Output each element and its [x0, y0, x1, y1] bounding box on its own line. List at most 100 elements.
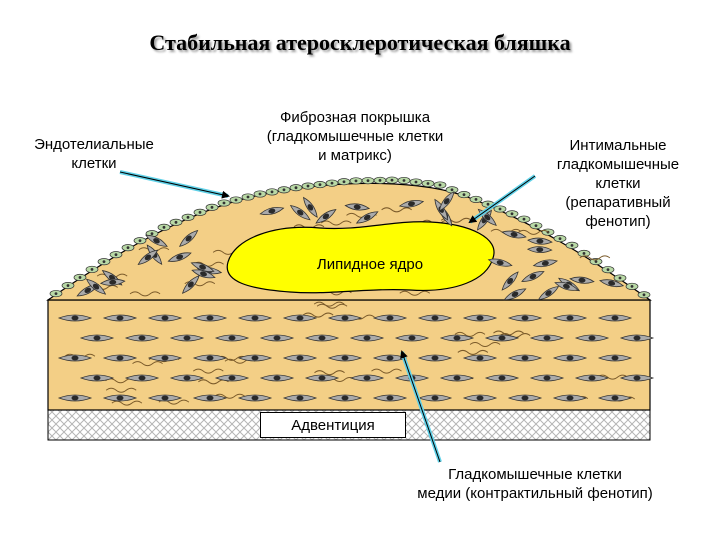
endothelial-nucleus [210, 205, 214, 209]
endothelial-nucleus [258, 192, 262, 196]
smooth-muscle-cell [102, 314, 138, 322]
smooth-muscle-cell [237, 314, 273, 322]
endothelial-nucleus [246, 195, 250, 199]
matrix-fiber [132, 361, 163, 367]
matrix-fiber [105, 387, 137, 393]
smooth-muscle-cell [438, 190, 455, 212]
endothelial-nucleus [294, 186, 298, 190]
smooth-muscle-cell [394, 334, 430, 342]
smooth-muscle-cell [349, 374, 385, 382]
smooth-muscle-cell [501, 230, 527, 239]
smooth-muscle-cell [259, 207, 285, 216]
matrix-fiber [454, 331, 486, 337]
smooth-muscle-cell [507, 314, 543, 322]
endothelial-nucleus [558, 237, 562, 241]
matrix-fiber [129, 291, 161, 297]
smooth-muscle-cell [214, 374, 250, 382]
matrix-fiber [518, 229, 549, 235]
smooth-muscle-cell [57, 354, 93, 362]
smooth-muscle-cell [529, 334, 565, 342]
label-intimal-smc: Интимальные гладкомышечные клетки (репар… [556, 137, 680, 230]
smooth-muscle-cell [372, 314, 408, 322]
matrix-fiber [371, 368, 402, 374]
endothelial-nucleus [54, 292, 58, 296]
smooth-muscle-cell [552, 394, 588, 402]
smooth-muscle-cell [167, 252, 192, 262]
smooth-muscle-cell [304, 334, 340, 342]
smooth-muscle-cell [137, 249, 159, 265]
lipid-core [226, 221, 495, 294]
endothelial-nucleus [186, 215, 190, 219]
smooth-muscle-cell [282, 354, 318, 362]
smooth-muscle-cell [57, 394, 93, 402]
smooth-muscle-cell [569, 276, 595, 284]
smooth-muscle-cell [190, 262, 215, 272]
matrix-fiber [399, 290, 431, 296]
smooth-muscle-cell [526, 246, 553, 254]
smooth-muscle-cell [417, 354, 453, 362]
smooth-muscle-cell [303, 196, 318, 218]
smooth-muscle-cell [147, 314, 183, 322]
smooth-muscle-cell [304, 374, 340, 382]
smooth-muscle-cell [124, 334, 160, 342]
endothelial-nucleus [630, 285, 634, 288]
endothelial-nucleus [342, 180, 346, 184]
smooth-muscle-cell [574, 374, 610, 382]
endothelial-nucleus [126, 246, 130, 250]
smooth-muscle-cell [462, 354, 498, 362]
smooth-muscle-cell [462, 394, 498, 402]
endothelial-nucleus [318, 183, 322, 187]
smooth-muscle-cell [619, 374, 655, 382]
smooth-muscle-cell [191, 269, 216, 279]
smooth-muscle-cell [282, 314, 318, 322]
endothelial-nucleus [618, 276, 622, 280]
smooth-muscle-cell [327, 314, 363, 322]
smooth-muscle-cell [57, 314, 93, 322]
smooth-muscle-cell [169, 334, 205, 342]
endothelial-nucleus [510, 212, 514, 216]
endothelial-nucleus [270, 190, 274, 194]
smooth-muscle-cell [537, 285, 560, 301]
smooth-muscle-cell [439, 374, 475, 382]
endothelial-nucleus [114, 253, 118, 257]
smooth-muscle-cell [527, 237, 553, 245]
smooth-muscle-cell [597, 394, 633, 402]
smooth-muscle-cell [554, 281, 579, 291]
endothelial-nucleus [414, 180, 418, 184]
smooth-muscle-cell [501, 271, 519, 291]
matrix-fiber [313, 301, 345, 307]
matrix-fiber [314, 370, 345, 376]
smooth-muscle-cell [147, 354, 183, 362]
endothelial-nucleus [594, 260, 598, 263]
smooth-muscle-cell [237, 394, 273, 402]
annotation-arrows [119, 170, 537, 463]
matrix-fiber [381, 207, 412, 213]
endothelial-nucleus [486, 202, 490, 206]
smooth-muscle-cell [597, 354, 633, 362]
smooth-muscle-cell [349, 334, 385, 342]
endothelial-nucleus [222, 201, 226, 205]
endothelial-nucleus [330, 181, 334, 185]
matrix-fiber [597, 374, 628, 380]
smooth-muscle-cell [192, 354, 228, 362]
endothelial-nucleus [66, 284, 70, 287]
smooth-muscle-cell [507, 354, 543, 362]
matrix-fiber [214, 393, 246, 399]
label-fibrous-cap: Фиброзная покрышка (гладкомышечные клетк… [266, 109, 444, 164]
smooth-muscle-cell [192, 394, 228, 402]
smooth-muscle-cell [102, 394, 138, 402]
endothelial-nucleus [522, 217, 526, 221]
smooth-muscle-cell [503, 288, 527, 301]
endothelial-nucleus [534, 224, 538, 228]
label-endothelial-cells: Эндотелиальные клетки [34, 136, 154, 172]
smooth-muscle-cell [282, 394, 318, 402]
smooth-muscle-cell [169, 374, 205, 382]
smooth-muscle-cells [57, 190, 655, 402]
label-lipid-core: Липидное ядро [316, 256, 424, 273]
smooth-muscle-cell [529, 374, 565, 382]
smooth-muscle-cell [79, 374, 115, 382]
smooth-muscle-cell [344, 203, 371, 211]
smooth-muscle-cell [372, 394, 408, 402]
endothelial-nucleus [582, 252, 586, 255]
